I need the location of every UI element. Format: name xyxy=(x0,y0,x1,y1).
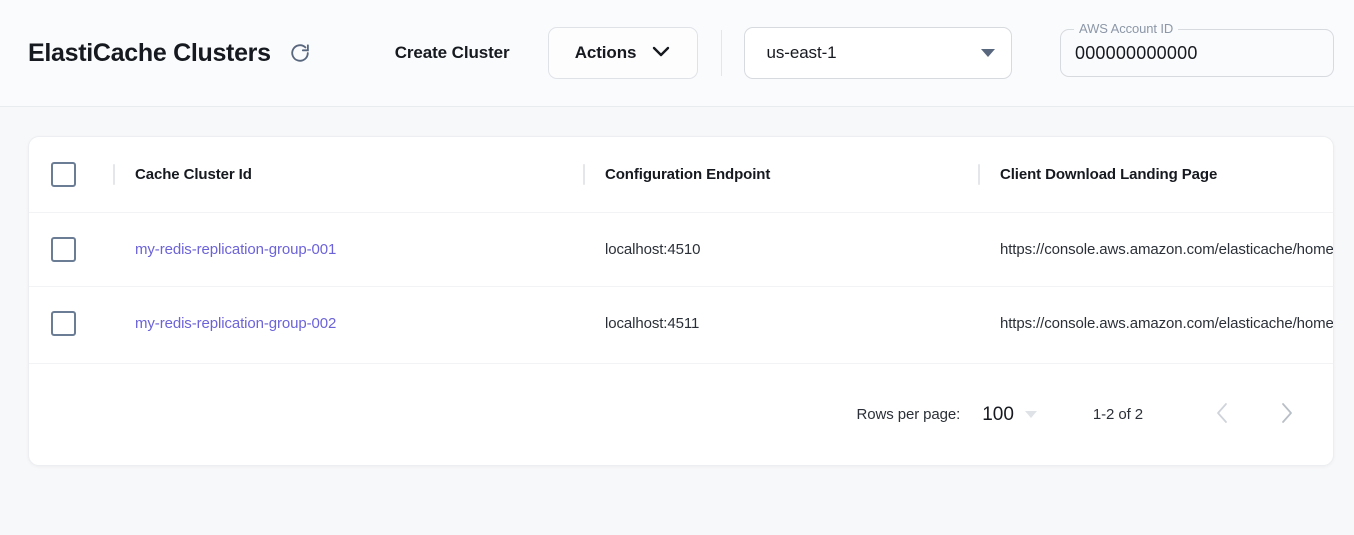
table-header-row: Cache Cluster Id Configuration Endpoint … xyxy=(29,137,1333,212)
column-divider xyxy=(583,164,585,185)
row-checkbox[interactable] xyxy=(51,237,76,262)
region-select[interactable]: us-east-1 xyxy=(743,27,1012,79)
next-page-button[interactable] xyxy=(1263,392,1309,438)
header-divider xyxy=(720,30,722,76)
main-content: Cache Cluster Id Configuration Endpoint … xyxy=(0,107,1354,466)
row-spacer xyxy=(978,313,980,334)
aws-account-id-label: AWS Account ID xyxy=(1074,21,1179,36)
cell-client-download-landing-page: https://console.aws.amazon.com/elasticac… xyxy=(1000,240,1333,258)
row-checkbox[interactable] xyxy=(51,311,76,336)
triangle-down-icon xyxy=(1024,411,1037,418)
row-select-cell xyxy=(51,237,113,262)
app-header: ElastiCache Clusters Create Cluster Acti… xyxy=(0,0,1354,107)
cell-cache-cluster-id: my-redis-replication-group-001 xyxy=(135,241,583,259)
actions-button[interactable]: Actions xyxy=(547,27,698,79)
pagination-range-label: 1-2 of 2 xyxy=(1092,406,1143,423)
row-spacer xyxy=(978,239,980,260)
previous-page-button[interactable] xyxy=(1199,392,1245,438)
cell-client-download-landing-page: https://console.aws.amazon.com/elasticac… xyxy=(1000,314,1333,332)
select-all-cell xyxy=(51,162,113,187)
aws-account-id-value: 000000000000 xyxy=(1075,42,1198,63)
select-all-checkbox[interactable] xyxy=(51,162,76,187)
table-row: my-redis-replication-group-002 localhost… xyxy=(29,286,1333,360)
row-spacer xyxy=(113,239,115,260)
triangle-down-icon xyxy=(980,49,995,57)
cluster-id-link[interactable]: my-redis-replication-group-002 xyxy=(135,314,337,332)
chevron-down-icon xyxy=(652,44,670,62)
refresh-icon xyxy=(289,42,311,64)
clusters-table: Cache Cluster Id Configuration Endpoint … xyxy=(29,137,1333,360)
column-header-cache-cluster-id[interactable]: Cache Cluster Id xyxy=(135,165,252,183)
cell-cache-cluster-id: my-redis-replication-group-002 xyxy=(135,315,583,333)
rows-per-page-select[interactable]: 100 xyxy=(982,404,1037,426)
cell-configuration-endpoint: localhost:4511 xyxy=(605,314,700,332)
row-spacer xyxy=(583,313,585,334)
row-spacer xyxy=(113,313,115,334)
row-spacer xyxy=(583,239,585,260)
column-header-configuration-endpoint[interactable]: Configuration Endpoint xyxy=(605,165,771,183)
create-cluster-button[interactable]: Create Cluster xyxy=(391,35,514,71)
chevron-left-icon xyxy=(1216,402,1229,427)
column-divider xyxy=(978,164,980,185)
aws-account-id-field[interactable]: AWS Account ID 000000000000 xyxy=(1060,21,1334,77)
row-select-cell xyxy=(51,311,113,336)
page-title: ElastiCache Clusters xyxy=(28,38,271,67)
chevron-right-icon xyxy=(1280,402,1293,427)
rows-per-page-value: 100 xyxy=(982,403,1014,425)
actions-button-label: Actions xyxy=(574,43,637,62)
column-header-client-download-landing-page[interactable]: Client Download Landing Page xyxy=(1000,165,1218,183)
rows-per-page-label: Rows per page: xyxy=(856,406,961,423)
cell-configuration-endpoint: localhost:4510 xyxy=(605,240,701,258)
clusters-card: Cache Cluster Id Configuration Endpoint … xyxy=(28,136,1334,466)
column-divider xyxy=(113,164,115,185)
refresh-button[interactable] xyxy=(285,38,315,68)
region-select-value: us-east-1 xyxy=(766,43,837,62)
cluster-id-link[interactable]: my-redis-replication-group-001 xyxy=(135,240,337,258)
table-row: my-redis-replication-group-001 localhost… xyxy=(29,212,1333,286)
table-pagination: Rows per page: 100 1-2 of 2 xyxy=(29,363,1333,465)
